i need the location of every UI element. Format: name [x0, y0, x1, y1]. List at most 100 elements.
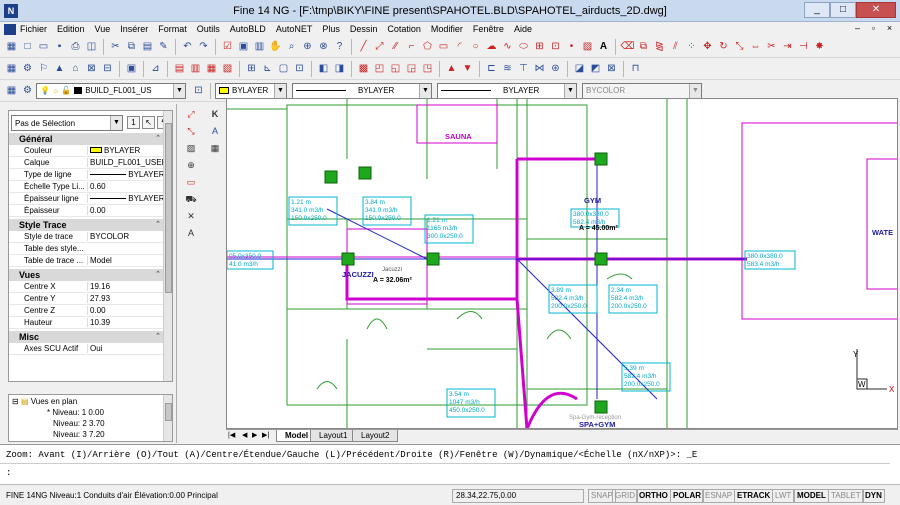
menu-dessin[interactable]: Dessin — [349, 24, 378, 34]
fitting-icon[interactable]: ⊤ — [519, 63, 528, 74]
menu-modifier[interactable]: Modifier — [430, 24, 463, 34]
command-prompt[interactable]: : — [6, 468, 12, 478]
tool22-icon[interactable]: ◱ — [390, 63, 401, 74]
menu-autonet[interactable]: AutoNET — [275, 24, 313, 34]
tool3-icon[interactable]: ⚐ — [39, 63, 48, 74]
tab-layout1[interactable]: Layout1 — [310, 430, 357, 442]
prop-row[interactable]: Épaisseur ligne BYLAYER — [9, 193, 165, 205]
tool32-icon[interactable]: ⊠ — [607, 63, 616, 74]
matchprop-icon[interactable]: ✎ — [159, 41, 168, 52]
break-icon[interactable]: ⊣ — [799, 41, 808, 52]
menu-inserer[interactable]: Insérer — [120, 24, 149, 34]
mirror-icon[interactable]: ⧎ — [655, 41, 664, 52]
tool23-icon[interactable]: ◲ — [406, 63, 417, 74]
prop-row[interactable]: Table de trace ...Model — [9, 255, 165, 267]
copy-icon[interactable]: ⧉ — [127, 41, 136, 52]
tab-prev-icon[interactable]: ◀ — [242, 432, 248, 439]
tool5-icon[interactable]: ⌂ — [72, 63, 79, 74]
arc-icon[interactable]: ◜ — [457, 41, 462, 52]
mline-icon[interactable]: ∕∕ — [393, 41, 398, 52]
offset-icon[interactable]: ⫽ — [673, 41, 678, 52]
tool19-icon[interactable]: ◨ — [334, 63, 345, 74]
app-icon[interactable]: N — [4, 4, 18, 18]
tool10-icon[interactable]: ▤ — [174, 63, 185, 74]
tool11-icon[interactable]: ▥ — [190, 63, 201, 74]
ortho-toggle[interactable]: ORTHO — [636, 489, 671, 503]
tool31-icon[interactable]: ◩ — [590, 63, 601, 74]
polar-toggle[interactable]: POLAR — [670, 489, 704, 503]
move-icon[interactable]: ✥ — [703, 41, 712, 52]
check-icon[interactable]: ☑ — [223, 41, 232, 52]
vrect-icon[interactable]: ▭ — [186, 177, 196, 187]
insert-block-icon[interactable]: ⊞ — [535, 41, 544, 52]
toggle-pickadd-icon[interactable]: 1 — [127, 116, 140, 129]
tool13-icon[interactable]: ▧ — [222, 63, 233, 74]
select-objects-icon[interactable]: ↖ — [142, 116, 155, 129]
grid-icon[interactable]: ⊞ — [247, 63, 256, 74]
menu-fenetre[interactable]: Fenêtre — [472, 24, 504, 34]
layer-manager-icon[interactable]: ▦ — [6, 85, 17, 96]
line-icon[interactable]: ╱ — [360, 41, 367, 52]
pan-icon[interactable]: ✋ — [269, 41, 282, 52]
tool33-icon[interactable]: ⊓ — [631, 63, 640, 74]
open-icon[interactable]: ▭ — [38, 41, 49, 52]
extend-icon[interactable]: ⇥ — [783, 41, 792, 52]
prop-row[interactable]: Type de ligne BYLAYER — [9, 169, 165, 181]
tool15-icon[interactable]: ⊾ — [263, 63, 272, 74]
cut-icon[interactable]: ✂ — [111, 41, 120, 52]
save-icon[interactable]: ▪ — [57, 41, 62, 52]
menu-edition[interactable]: Edition — [57, 24, 85, 34]
tool12-icon[interactable]: ▦ — [206, 63, 217, 74]
tool6-icon[interactable]: ⊠ — [87, 63, 96, 74]
lineweight-combo[interactable]: BYLAYER ▼ — [437, 82, 577, 99]
tab-first-icon[interactable]: |◀ — [228, 432, 236, 439]
vk-icon[interactable]: K — [211, 109, 219, 119]
make-current-icon[interactable]: ⊡ — [194, 85, 203, 96]
point-icon[interactable]: • — [569, 41, 574, 52]
arrow-down-icon[interactable]: ▼ — [462, 63, 473, 74]
copy-obj-icon[interactable]: ⧉ — [639, 41, 648, 52]
device-icon[interactable]: ⊛ — [551, 63, 560, 74]
rotate-icon[interactable]: ↻ — [719, 41, 728, 52]
esnap-toggle[interactable]: ESNAP — [702, 489, 736, 503]
plotstyle-combo[interactable]: BYCOLOR ▼ — [582, 82, 702, 99]
tool16-icon[interactable]: ▢ — [278, 63, 289, 74]
zoom-window-icon[interactable]: ⊕ — [303, 41, 312, 52]
tool24-icon[interactable]: ◳ — [422, 63, 433, 74]
settings-icon[interactable]: ⚙ — [23, 63, 32, 74]
snap-toggle[interactable]: SNAP — [588, 489, 616, 503]
properties-scrollbar[interactable] — [163, 111, 172, 381]
new-icon[interactable]: □ — [24, 41, 31, 52]
tab-layout2[interactable]: Layout2 — [352, 430, 399, 442]
vhatch-icon[interactable]: ▨ — [186, 143, 196, 153]
vsnap-icon[interactable]: ⊕ — [187, 160, 195, 170]
scroll-thumb[interactable] — [165, 123, 172, 293]
tablet-toggle[interactable]: TABLET — [828, 489, 864, 503]
document-icon[interactable] — [4, 23, 16, 35]
menu-cotation[interactable]: Cotation — [387, 24, 421, 34]
properties-icon[interactable]: ▣ — [238, 41, 249, 52]
mdi-close-button[interactable]: × — [886, 23, 893, 33]
duct-icon[interactable]: ⊏ — [487, 63, 496, 74]
zoom-extents-icon[interactable]: ⊗ — [319, 41, 328, 52]
spline-icon[interactable]: ∿ — [503, 41, 512, 52]
prop-row[interactable]: Table des style... — [9, 243, 165, 255]
vcross-icon[interactable]: ✕ — [187, 211, 195, 221]
tree-root[interactable]: ⊟ ▤ Vues en plan — [12, 397, 78, 406]
menu-format[interactable]: Format — [158, 24, 187, 34]
scroll-thumb[interactable] — [165, 403, 172, 421]
vtextstyle-icon[interactable]: A — [211, 126, 218, 136]
menu-fichier[interactable]: Fichier — [20, 24, 48, 34]
prop-row[interactable]: Échelle Type Li...0.60 — [9, 181, 165, 193]
section-general[interactable]: Général⌃ — [9, 133, 165, 145]
trim-icon[interactable]: ✂ — [767, 41, 776, 52]
menu-aide[interactable]: Aide — [513, 24, 532, 34]
vtruck-icon[interactable]: ⛟ — [185, 194, 197, 204]
tool21-icon[interactable]: ◰ — [374, 63, 385, 74]
